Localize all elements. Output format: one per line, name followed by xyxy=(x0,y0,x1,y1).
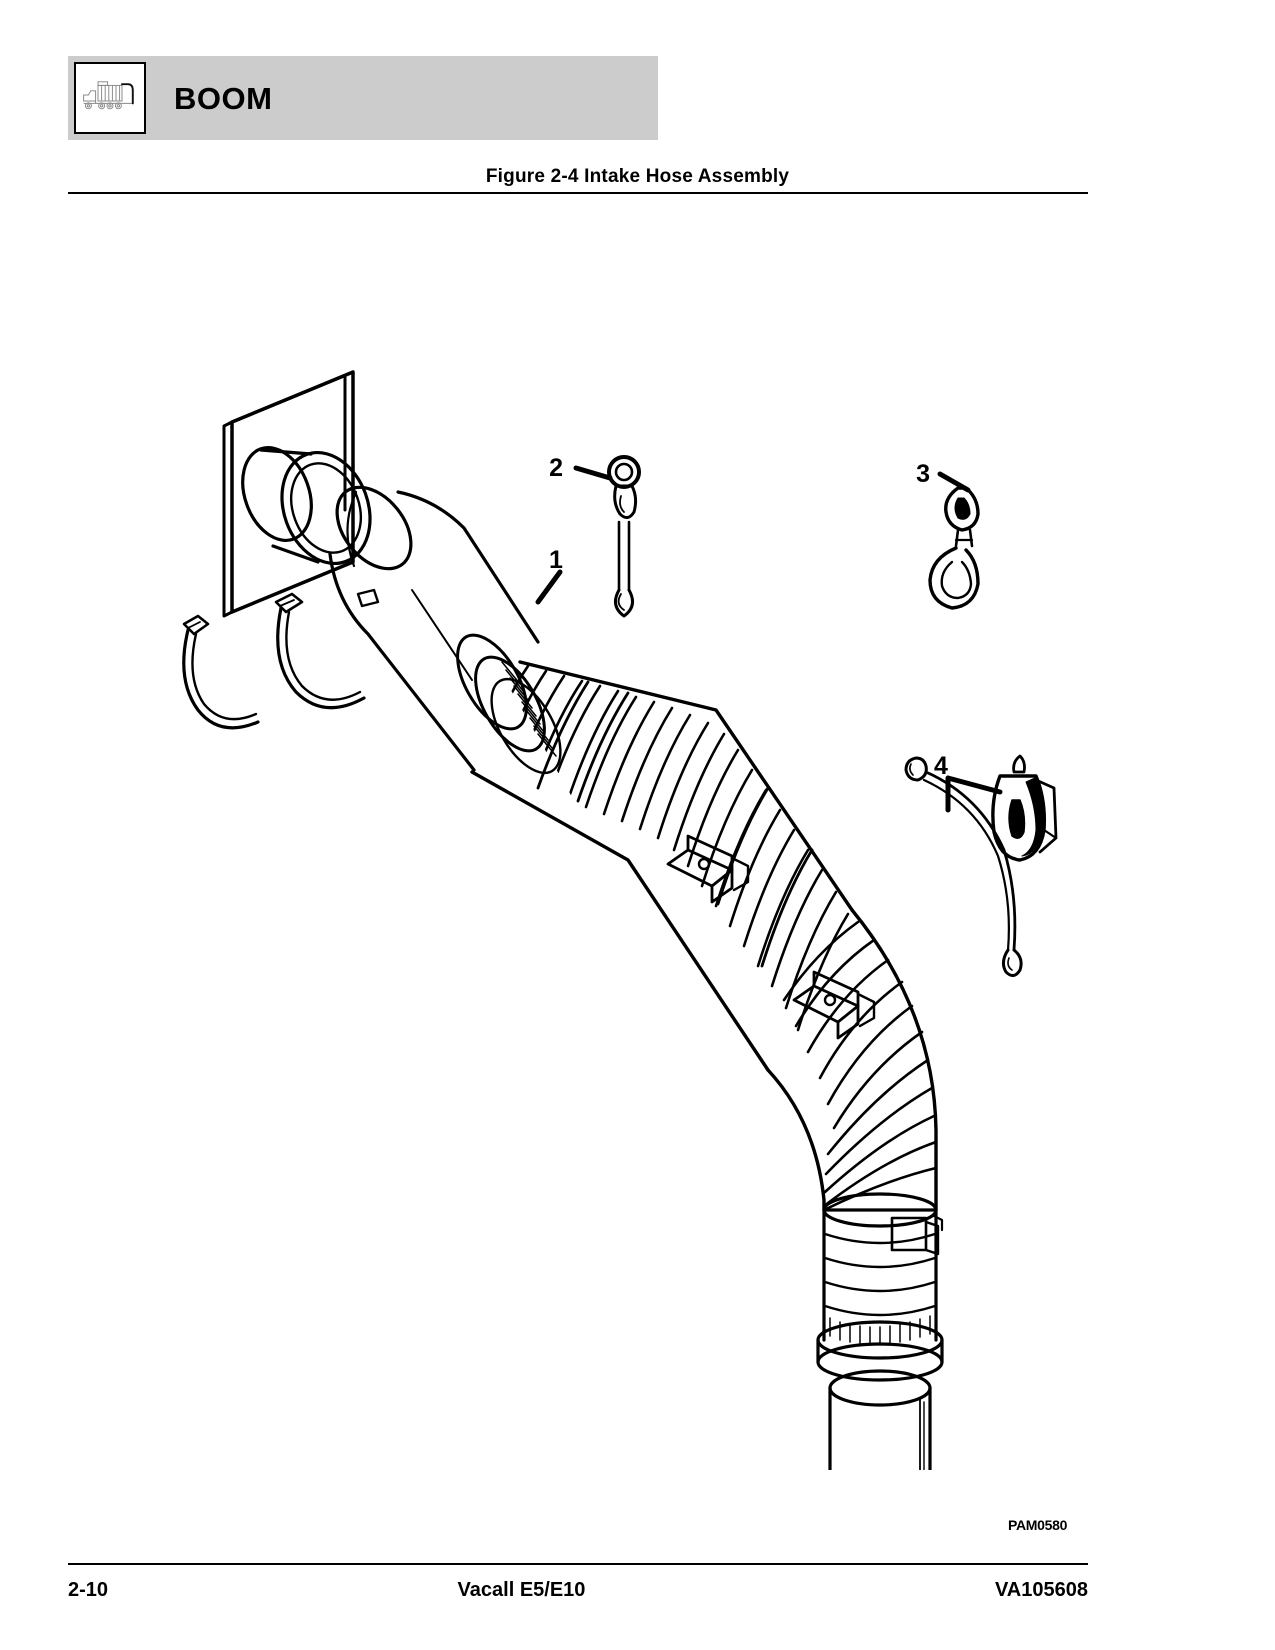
band-clamp-half-right xyxy=(274,588,380,710)
outlet-tube xyxy=(828,1369,932,1470)
hose-smooth-cuff-upper xyxy=(536,680,630,803)
hose-coupling-rings xyxy=(816,1320,944,1382)
hose-lift-bracket-upper xyxy=(666,834,750,904)
vacuum-truck-boom-icon xyxy=(74,62,146,134)
hose-corrugation-elbow xyxy=(782,920,938,1212)
callout-number-4: 4 xyxy=(934,752,948,780)
intake-hose-elbow xyxy=(766,908,938,1212)
hose-corrugation-upper xyxy=(476,664,850,1032)
callout-number-3: 3 xyxy=(916,460,930,488)
figure-title: Figure 2-4 Intake Hose Assembly xyxy=(485,166,790,187)
drawing-reference-code: PAM0580 xyxy=(1008,1517,1068,1533)
hose-collar-rings xyxy=(456,633,562,775)
hose-lower-vertical-section xyxy=(822,1192,944,1342)
title-divider xyxy=(68,192,1088,194)
intake-hose-upper-run xyxy=(470,660,854,1072)
callout-number-2: 2 xyxy=(549,454,563,482)
duct-stub xyxy=(241,445,372,566)
callout-3-snap-hook xyxy=(928,486,980,610)
page-footer: 2-10 Vacall E5/E10 VA105608 xyxy=(68,1573,1088,1607)
page-title: BOOM xyxy=(174,80,273,116)
callout-number-1: 1 xyxy=(549,546,563,574)
lower-clamp-hatching xyxy=(829,1315,931,1346)
footer-divider xyxy=(68,1563,1088,1565)
callout-2-cable-lanyard xyxy=(607,455,641,618)
callout-1-leader xyxy=(535,569,563,605)
footer-page-number: 2-10 xyxy=(68,1578,109,1601)
callout-2-leader xyxy=(573,465,613,481)
callout-4-leader xyxy=(945,775,1003,813)
section-header-band: BOOM xyxy=(68,56,658,140)
hose-smooth-cuff-mid xyxy=(716,786,814,968)
safety-cable xyxy=(904,756,1023,977)
footer-part-number: VA105608 xyxy=(994,1578,1088,1601)
callout-3-leader xyxy=(937,471,971,493)
technical-illustration: 1 2 3 4 xyxy=(68,210,1088,1470)
band-clamp-half-left xyxy=(182,614,260,730)
hose-lift-bracket-lower xyxy=(792,970,876,1040)
inlet-transition-cone xyxy=(328,485,540,772)
callout-4-pulley-block xyxy=(991,754,1058,862)
footer-model-name: Vacall E5/E10 xyxy=(457,1578,586,1601)
